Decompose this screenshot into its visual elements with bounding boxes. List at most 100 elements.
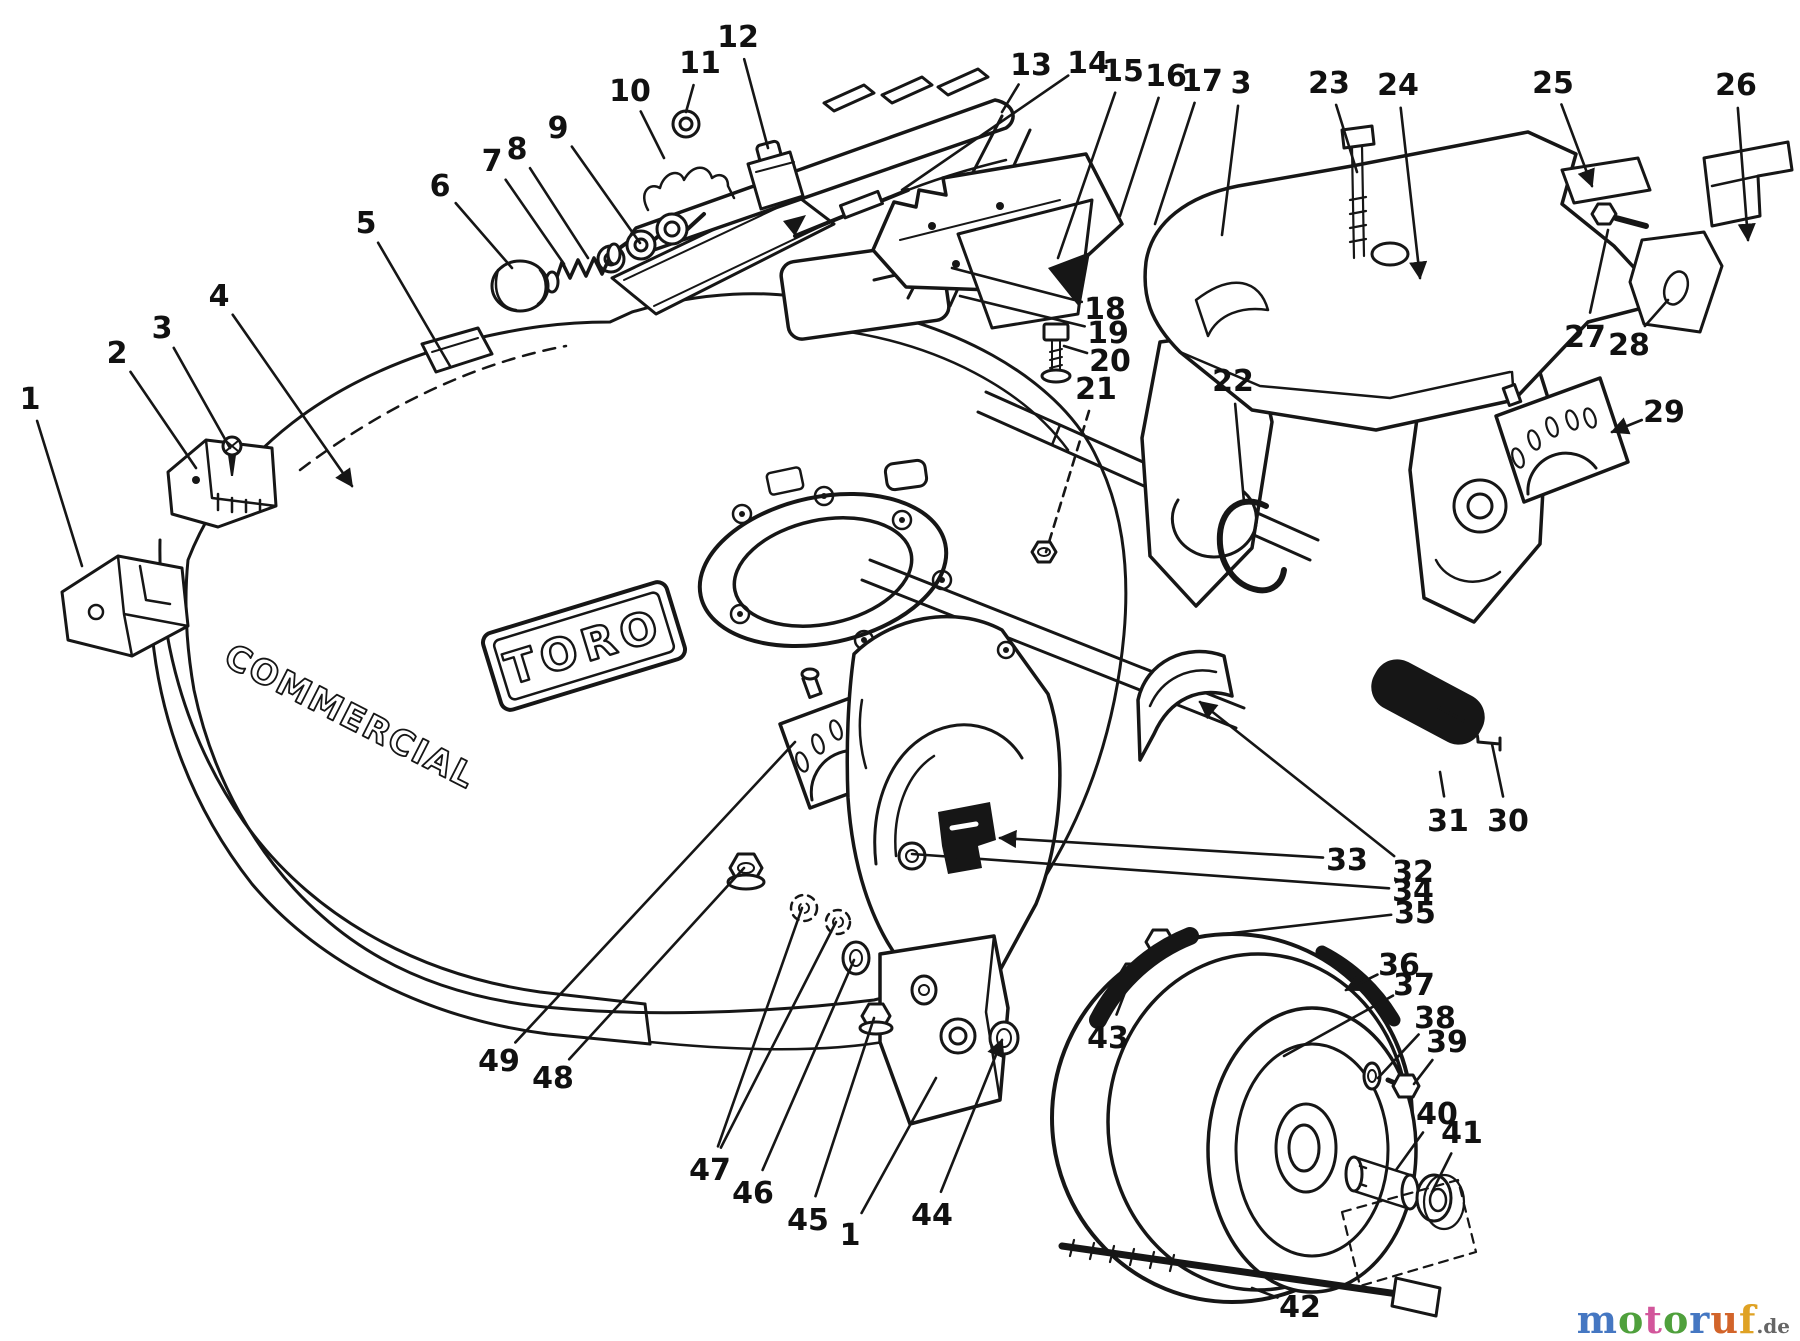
callout-20: 20 — [1062, 344, 1131, 379]
callout-number-46: 46 — [732, 1176, 774, 1211]
callout-19: 19 — [958, 294, 1129, 351]
callout-number-1a: 1 — [20, 382, 41, 417]
callout-49: 49 — [478, 740, 797, 1079]
leader-line-8 — [528, 166, 590, 260]
leader-line-3b — [1220, 104, 1240, 237]
callout-number-12: 12 — [717, 20, 759, 55]
handle-pads — [822, 67, 990, 113]
callout-25: 25 — [1532, 66, 1595, 188]
leader-line-34 — [910, 852, 1391, 890]
leader-line-15 — [1056, 91, 1117, 260]
leader-line-21 — [1044, 409, 1091, 554]
leader-line-32 — [1198, 700, 1396, 858]
callout-number-11: 11 — [679, 46, 721, 81]
callout-number-37: 37 — [1393, 968, 1435, 1003]
wheel-bracket — [878, 934, 1010, 1126]
leader-line-38 — [1376, 1033, 1420, 1080]
discharge-deflector — [1136, 649, 1234, 762]
leader-line-4 — [231, 313, 354, 488]
leader-line-29 — [1610, 417, 1644, 435]
callout-number-32: 32 — [1392, 855, 1434, 890]
callout-number-27: 27 — [1564, 320, 1606, 355]
callout-30: 30 — [1487, 742, 1529, 839]
callout-37: 37 — [1282, 968, 1435, 1058]
callout-number-43: 43 — [1087, 1021, 1129, 1056]
callout-41: 41 — [1430, 1116, 1483, 1194]
leader-line-3a — [172, 346, 232, 450]
callout-number-33: 33 — [1326, 843, 1368, 878]
callout-number-47: 47 — [689, 1153, 731, 1188]
lever-spring — [544, 242, 622, 294]
callout-3b: 3 — [1220, 66, 1252, 237]
callout-number-30: 30 — [1487, 804, 1529, 839]
callout-42: 42 — [1250, 1286, 1321, 1325]
callout-number-13: 13 — [1010, 48, 1052, 83]
callout-number-21: 21 — [1075, 372, 1117, 407]
callout-35: 35 — [1170, 896, 1436, 942]
leader-line-1a — [35, 419, 84, 568]
handle-grip — [1371, 659, 1485, 745]
wheel-center-hole — [1287, 1123, 1321, 1173]
callout-number-34: 34 — [1392, 874, 1434, 909]
axle-bearing — [1415, 1173, 1466, 1231]
hinge-bolt — [1040, 322, 1072, 384]
callout-number-9: 9 — [548, 111, 569, 146]
callout-number-23: 23 — [1308, 66, 1350, 101]
callout-2: 2 — [107, 336, 198, 470]
callout-16: 16 — [1118, 59, 1187, 218]
leader-line-22 — [1233, 402, 1246, 504]
callout-number-24: 24 — [1377, 68, 1419, 103]
c-hook-spring — [1216, 498, 1287, 594]
callout-number-4: 4 — [209, 279, 230, 314]
callout-8: 8 — [507, 132, 590, 260]
cover-bolt — [1340, 124, 1376, 260]
callout-21: 21 — [1044, 372, 1117, 554]
callout-4: 4 — [209, 279, 354, 488]
callout-number-41: 41 — [1441, 1116, 1483, 1151]
callout-18: 18 — [950, 266, 1126, 327]
engine-mount-ring — [697, 466, 953, 651]
leader-line-11 — [684, 83, 695, 114]
arm-washer — [910, 974, 938, 1006]
motoruf-wordmark: motoruf — [1577, 1297, 1757, 1341]
axle-shaft — [1344, 1155, 1420, 1211]
callout-13: 13 — [1000, 48, 1052, 114]
cover-hex-bolt — [1590, 202, 1649, 229]
leader-line-13 — [1000, 83, 1020, 114]
right-end-bracket — [1702, 140, 1794, 228]
callout-number-44: 44 — [911, 1198, 953, 1233]
callout-number-16: 16 — [1145, 59, 1187, 94]
leader-line-10 — [639, 110, 666, 160]
motoruf-watermark-logo: motoruf.de — [1577, 1301, 1790, 1339]
leader-line-20 — [1062, 344, 1089, 355]
callout-number-42: 42 — [1279, 1290, 1321, 1325]
axle-bushing — [988, 1020, 1020, 1056]
flange-nut-upper — [726, 852, 766, 891]
pivot-washer — [897, 841, 927, 871]
callout-48: 48 — [532, 866, 746, 1096]
flange-nut-lower — [858, 1002, 894, 1036]
leader-line-12 — [742, 57, 770, 150]
callout-number-22: 22 — [1212, 364, 1254, 399]
callout-number-19: 19 — [1087, 316, 1129, 351]
leader-line-19 — [958, 294, 1086, 328]
wordmark-letter: m — [1576, 1297, 1619, 1341]
leader-line-47 — [716, 906, 804, 1148]
callout-31: 31 — [1427, 770, 1469, 839]
callout-number-3b: 3 — [1231, 66, 1252, 101]
callout-34: 34 — [910, 852, 1434, 909]
leader-line-6 — [454, 201, 514, 270]
leader-line-2 — [129, 370, 198, 470]
phantom-outline — [1340, 1178, 1478, 1288]
leader-line-14 — [900, 74, 1070, 192]
shoulder-bushing — [841, 940, 871, 976]
callout-33: 33 — [998, 829, 1368, 878]
callout-14: 14 — [900, 46, 1109, 192]
cover-corner-bracket — [1628, 230, 1724, 334]
wordmark-letter: u — [1710, 1297, 1739, 1341]
callout-number-18: 18 — [1084, 292, 1126, 327]
callout-15: 15 — [1056, 54, 1144, 260]
callout-36: 36 — [1344, 948, 1420, 992]
